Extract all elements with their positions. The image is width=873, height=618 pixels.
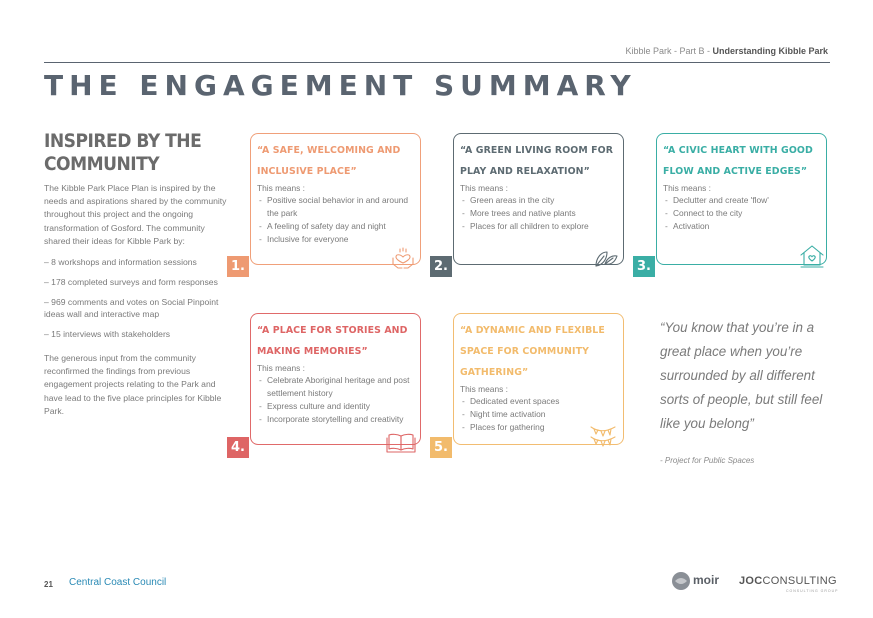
- breadcrumb-prefix: Kibble Park - Part B -: [625, 46, 713, 56]
- leaves-icon: [595, 251, 618, 267]
- card-list: Celebrate Aboriginal heritage and post s…: [257, 374, 412, 426]
- intro-heading: INSPIRED BY THE COMMUNITY: [44, 130, 229, 176]
- card-list: Green areas in the city More trees and n…: [460, 194, 615, 233]
- card-title: “A GREEN LIVING ROOM FOR PLAY AND RELAXA…: [460, 145, 614, 177]
- council-name: Central Coast Council: [69, 577, 167, 588]
- breadcrumb: Kibble Park - Part B - Understanding Kib…: [625, 46, 828, 56]
- card-means-label: This means :: [460, 183, 508, 193]
- card-list-item: Celebrate Aboriginal heritage and post s…: [257, 374, 412, 400]
- breadcrumb-section: Understanding Kibble Park: [712, 46, 828, 56]
- card-means-label: This means :: [257, 183, 305, 193]
- principle-card-1: “A SAFE, WELCOMING AND INCLUSIVE PLACE” …: [250, 133, 421, 265]
- testimonial-quote: “You know that you’re in a great place w…: [660, 320, 823, 431]
- card-list-item: Night time activation: [460, 408, 615, 421]
- page-title: THE ENGAGEMENT SUMMARY: [44, 69, 637, 102]
- intro-bullet: – 8 workshops and information sessions: [44, 257, 197, 268]
- card-list-item: Places for gathering: [460, 421, 615, 434]
- principle-card-4: “A PLACE FOR STORIES AND MAKING MEMORIES…: [250, 313, 421, 445]
- card-number-badge: 5.: [430, 437, 452, 458]
- card-means-label: This means :: [460, 384, 508, 394]
- intro-heading-line2: COMMUNITY: [44, 153, 160, 175]
- card-means-label: This means :: [663, 183, 711, 193]
- card-number-badge: 4.: [227, 437, 249, 458]
- card-list-item: Dedicated event spaces: [460, 395, 615, 408]
- intro-column: INSPIRED BY THE COMMUNITY The Kibble Par…: [44, 130, 229, 418]
- card-list-item: More trees and native plants: [460, 207, 615, 220]
- intro-bullet: – 15 interviews with stakeholders: [44, 329, 171, 340]
- card-number-badge: 3.: [633, 256, 655, 277]
- principle-card-2: “A GREEN LIVING ROOM FOR PLAY AND RELAXA…: [453, 133, 624, 265]
- principle-card-3: “A CIVIC HEART WITH GOOD FLOW AND ACTIVE…: [656, 133, 827, 265]
- card-title: “A CIVIC HEART WITH GOOD FLOW AND ACTIVE…: [663, 145, 813, 177]
- moir-logo-text: moir: [693, 573, 719, 587]
- joc-logo: JOCCONSULTING: [739, 575, 837, 587]
- intro-closing: The generous input from the community re…: [44, 353, 222, 416]
- quote-source: - Project for Public Spaces: [660, 456, 755, 465]
- card-list-item: Incorporate storytelling and creativity: [257, 413, 412, 426]
- card-number-badge: 2.: [430, 256, 452, 277]
- principle-card-5: “A DYNAMIC AND FLEXIBLE SPACE FOR COMMUN…: [453, 313, 624, 445]
- card-list-item: Express culture and identity: [257, 400, 412, 413]
- intro-heading-line1: INSPIRED BY THE: [44, 130, 202, 152]
- intro-paragraph: The Kibble Park Place Plan is inspired b…: [44, 183, 227, 246]
- card-title: “A DYNAMIC AND FLEXIBLE SPACE FOR COMMUN…: [460, 325, 605, 378]
- card-list-item: A feeling of safety day and night: [257, 220, 412, 233]
- joc-logo-rest: CONSULTING: [762, 575, 837, 587]
- heart-hands-icon: [392, 247, 414, 269]
- joc-logo-bold: JOC: [739, 575, 763, 587]
- card-list: Dedicated event spaces Night time activa…: [460, 395, 615, 434]
- bunting-icon: [590, 426, 616, 447]
- card-list-item: Places for all children to explore: [460, 220, 615, 233]
- card-list-item: Activation: [663, 220, 818, 233]
- card-list: Positive social behavior in and around t…: [257, 194, 412, 246]
- house-heart-icon: [800, 245, 824, 268]
- card-title: “A PLACE FOR STORIES AND MAKING MEMORIES…: [257, 325, 408, 357]
- card-list-item: Green areas in the city: [460, 194, 615, 207]
- card-list: Declutter and create 'flow' Connect to t…: [663, 194, 818, 233]
- card-list-item: Positive social behavior in and around t…: [257, 194, 412, 220]
- card-list-item: Declutter and create 'flow': [663, 194, 818, 207]
- moir-logo: moir: [672, 572, 719, 590]
- book-icon: [386, 433, 416, 453]
- card-title: “A SAFE, WELCOMING AND INCLUSIVE PLACE”: [257, 145, 401, 177]
- intro-bullet: – 178 completed surveys and form respons…: [44, 277, 218, 288]
- card-list-item: Connect to the city: [663, 207, 818, 220]
- card-means-label: This means :: [257, 363, 305, 373]
- card-number-badge: 1.: [227, 256, 249, 277]
- page-number: 21: [44, 580, 53, 589]
- intro-bullet: – 969 comments and votes on Social Pinpo…: [44, 297, 219, 320]
- title-divider: [44, 62, 830, 63]
- card-list-item: Inclusive for everyone: [257, 233, 412, 246]
- joc-logo-subtitle: CONSULTING GROUP: [786, 589, 839, 593]
